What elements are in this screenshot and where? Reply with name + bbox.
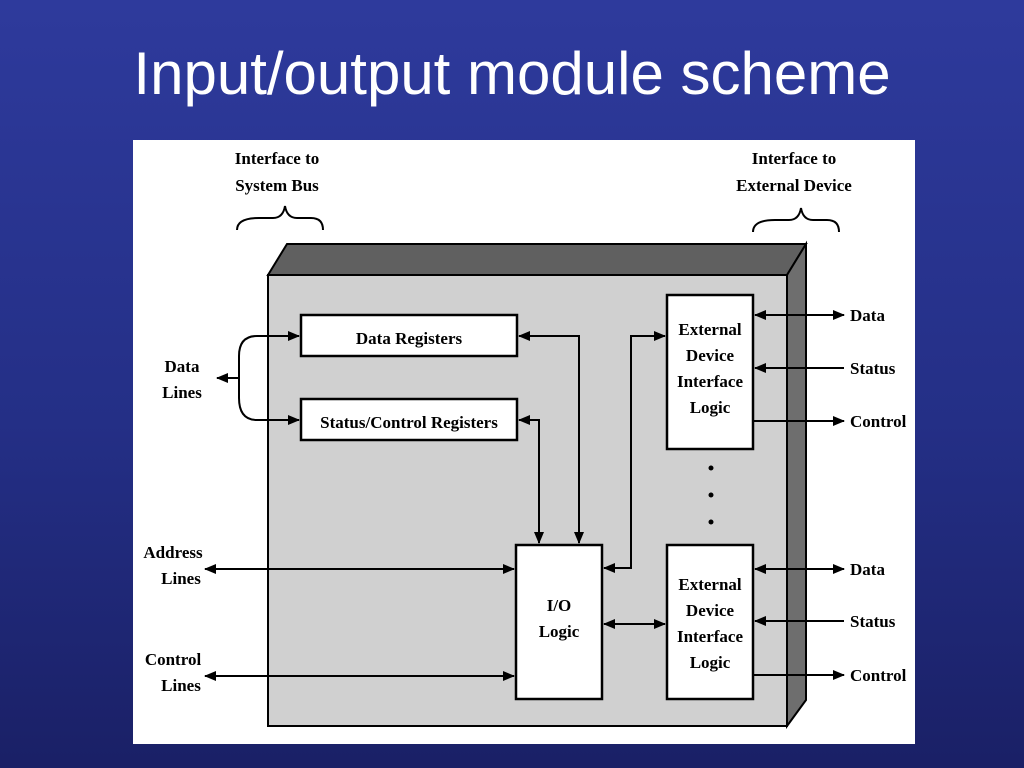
ext-interface-1-line3: Interface bbox=[677, 372, 744, 391]
io-logic-label-line2: Logic bbox=[539, 622, 580, 641]
slide-title: Input/output module scheme bbox=[133, 40, 891, 107]
external-device-brace bbox=[752, 207, 840, 233]
ext-interface-1-line2: Device bbox=[686, 346, 735, 365]
ext2-status-label: Status bbox=[850, 612, 896, 631]
io-logic-block bbox=[514, 543, 604, 701]
ext-interface-block-1 bbox=[665, 293, 755, 451]
ext-interface-2-line4: Logic bbox=[690, 653, 731, 672]
address-lines-label-line2: Lines bbox=[161, 569, 201, 588]
ext-interface-2-line1: External bbox=[678, 575, 742, 594]
ext-interface-2-line3: Interface bbox=[677, 627, 744, 646]
continuation-dot bbox=[708, 492, 714, 498]
io-logic-label-line1: I/O bbox=[547, 596, 572, 615]
data-registers-io-link bbox=[518, 331, 584, 544]
continuation-dot bbox=[708, 465, 714, 471]
module-top-face bbox=[266, 243, 808, 276]
system-bus-brace bbox=[236, 205, 324, 231]
ext1-status-label: Status bbox=[850, 359, 896, 378]
address-lines-label-line1: Address bbox=[143, 543, 203, 562]
status-control-registers-label: Status/Control Registers bbox=[320, 413, 498, 432]
continuation-dot bbox=[708, 519, 714, 525]
control-lines-label-line2: Lines bbox=[161, 676, 201, 695]
data-registers-block bbox=[299, 313, 519, 358]
data-registers-label: Data Registers bbox=[356, 329, 463, 348]
io-module-diagram: Interface to System Bus Interface to Ext… bbox=[133, 140, 915, 744]
ext-interface-1-line4: Logic bbox=[690, 398, 731, 417]
io-ext-interface-1-link bbox=[603, 331, 666, 573]
module-side-face bbox=[786, 240, 807, 730]
header-system-bus-line2: System Bus bbox=[235, 176, 319, 195]
status-control-registers-block bbox=[299, 397, 519, 442]
header-external-device-line2: External Device bbox=[736, 176, 852, 195]
status-registers-io-link bbox=[518, 415, 544, 544]
header-external-device-line1: Interface to bbox=[752, 149, 837, 168]
ext-interface-block-2 bbox=[665, 543, 755, 701]
ext-interface-2-line2: Device bbox=[686, 601, 735, 620]
control-lines-label-line1: Control bbox=[145, 650, 202, 669]
diagram-canvas: Interface to System Bus Interface to Ext… bbox=[143, 149, 907, 730]
data-lines-label-line1: Data bbox=[165, 357, 200, 376]
ext2-control-label: Control bbox=[850, 666, 907, 685]
data-lines-label-line2: Lines bbox=[162, 383, 202, 402]
ext-interface-1-line1: External bbox=[678, 320, 742, 339]
header-system-bus-line1: Interface to bbox=[235, 149, 320, 168]
ext2-data-label: Data bbox=[850, 560, 885, 579]
ext1-control-label: Control bbox=[850, 412, 907, 431]
ext1-data-label: Data bbox=[850, 306, 885, 325]
